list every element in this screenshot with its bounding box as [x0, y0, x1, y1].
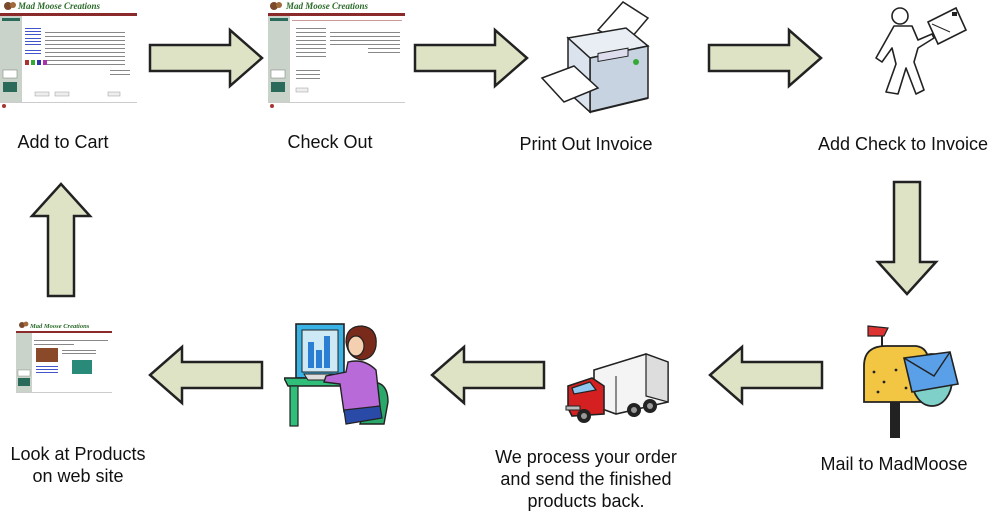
step-label-add-to-cart: Add to Cart	[17, 132, 109, 152]
printer-icon	[540, 1, 650, 114]
mailbox-icon	[863, 325, 959, 438]
woman-at-computer-icon	[284, 323, 389, 427]
arrow-left-3	[148, 344, 264, 406]
arrow-down-1	[875, 180, 939, 296]
cart-page-thumbnail: Mad Moose Creations	[0, 0, 137, 108]
step-label-print-invoice: Print Out Invoice	[519, 134, 653, 154]
process-line-3: products back.	[527, 491, 645, 511]
products-page-thumbnail: Mad Moose Creations	[16, 320, 112, 398]
step-label-look-products: Look at Products on web site	[0, 443, 156, 487]
look-line-1: Look at Products	[10, 444, 146, 464]
process-line-1: We process your order	[495, 447, 677, 467]
process-line-2: and send the finished	[500, 469, 672, 489]
arrow-left-1	[708, 344, 824, 406]
logo-text: Mad Moose Creations	[285, 1, 369, 11]
person-with-letter-icon	[875, 6, 968, 95]
logo-text: Mad Moose Creations	[17, 1, 101, 11]
delivery-truck-icon	[565, 353, 669, 423]
arrow-left-2	[430, 344, 546, 406]
arrow-right-2	[413, 27, 529, 89]
checkout-page-thumbnail: Mad Moose Creations	[268, 0, 405, 108]
logo-text: Mad Moose Creations	[29, 323, 90, 330]
look-line-2: on web site	[32, 466, 124, 486]
step-label-check-out: Check Out	[287, 132, 373, 152]
step-label-mail: Mail to MadMoose	[820, 454, 968, 474]
step-label-add-check: Add Check to Invoice	[817, 134, 989, 154]
arrow-right-1	[148, 27, 264, 89]
step-label-process: We process your order and send the finis…	[480, 446, 692, 512]
arrow-up-1	[29, 182, 93, 298]
arrow-right-3	[707, 27, 823, 89]
